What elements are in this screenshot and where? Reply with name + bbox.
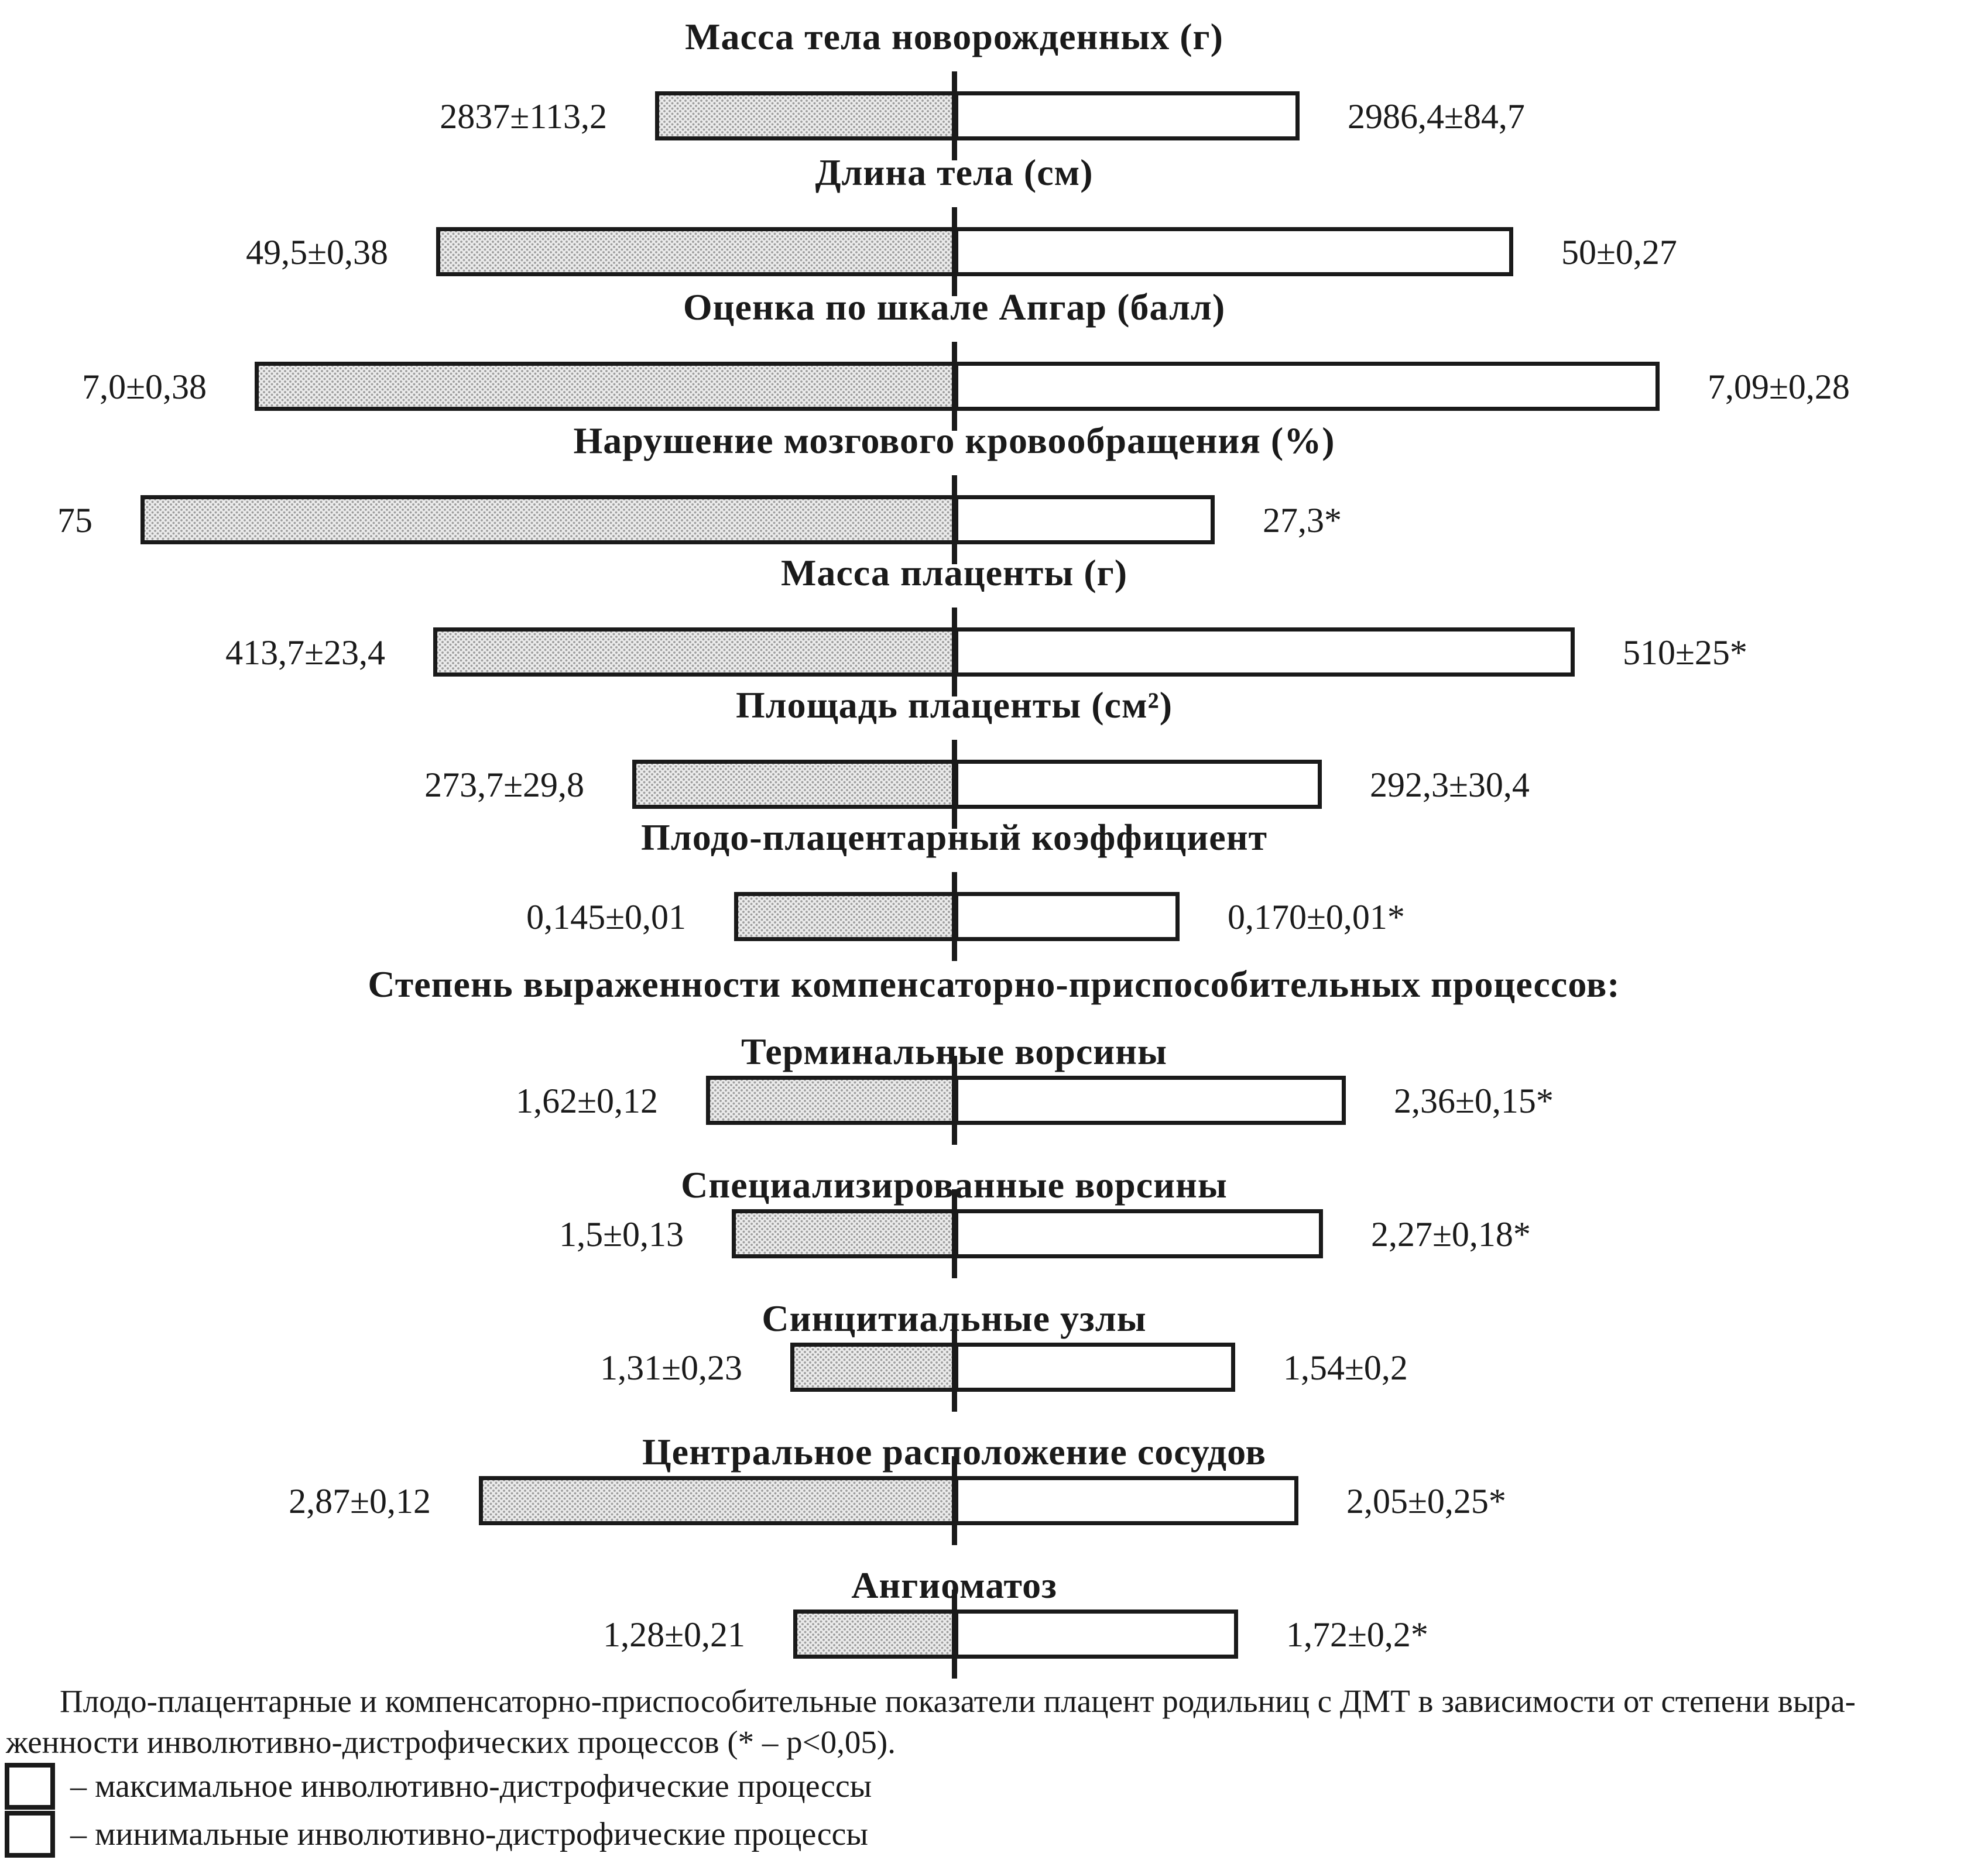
right-value: 1,54±0,2 [1283,1348,1408,1387]
section-header: Степень выраженности компенсаторно-присп… [368,963,1620,1005]
row-title: Плодо-плацентарный коэффициент [641,816,1267,858]
left-bar-hatched [436,227,956,276]
left-bar-hatched [790,1343,956,1392]
right-value: 50±0,27 [1561,233,1677,272]
axis-tick [952,342,957,431]
right-value: 292,3±30,4 [1370,766,1530,804]
row-title: Нарушение мозгового кровообращения (%) [573,420,1335,461]
left-bar-hatched [255,362,956,411]
left-bar-hatched [479,1476,956,1525]
right-bar-white [954,1343,1235,1392]
axis-tick [952,1456,957,1545]
left-bar-hatched [140,495,956,544]
right-bar-white [954,1209,1323,1258]
axis-tick [952,475,957,564]
row-title: Оценка по шкале Апгар (балл) [683,286,1226,328]
right-bar-white [954,91,1300,140]
left-value: 2837±113,2 [440,97,607,136]
right-value: 7,09±0,28 [1708,368,1850,406]
legend-label: – максимальное инволютивно-дистрофически… [70,1768,872,1804]
axis-tick [952,71,957,160]
right-value: 2,27±0,18* [1371,1215,1531,1254]
right-value: 0,170±0,01* [1228,898,1405,936]
left-value: 1,62±0,12 [516,1082,658,1120]
right-bar-white [954,495,1215,544]
caption-line-1: Плодо-плацентарные и компенсаторно-присп… [60,1683,1856,1719]
right-value: 510±25* [1623,633,1747,672]
left-bar-hatched [655,91,956,140]
axis-tick [952,872,957,961]
left-bar-hatched [793,1610,956,1659]
legend-item-min: – минимальные инволютивно-дистрофические… [5,1811,868,1858]
right-bar-white [954,760,1322,809]
left-value: 1,5±0,13 [559,1215,684,1254]
axis-tick [952,1323,957,1412]
right-value: 27,3* [1263,501,1342,540]
right-value: 2986,4±84,7 [1348,97,1525,136]
right-value: 2,05±0,25* [1346,1482,1506,1521]
row-title: Масса тела новорожденных (г) [685,16,1223,57]
axis-tick [952,1056,957,1145]
left-value: 273,7±29,8 [424,766,584,804]
right-bar-white [954,227,1513,276]
axis-tick [952,1189,957,1278]
left-bar-hatched [706,1076,956,1125]
left-bar-hatched [433,627,956,677]
caption-line-2: женности инволютивно-дистрофических проц… [6,1724,896,1760]
right-value: 1,72±0,2* [1286,1615,1428,1654]
left-value: 7,0±0,38 [82,368,207,406]
left-value: 2,87±0,12 [289,1482,431,1521]
axis-tick [952,608,957,696]
axis-tick [952,1590,957,1679]
left-value: 49,5±0,38 [246,233,388,272]
row-title: Площадь плаценты (см²) [735,684,1173,726]
right-bar-white [954,627,1575,677]
left-bar-hatched [734,892,956,941]
right-bar-white [954,892,1180,941]
left-value: 413,7±23,4 [225,633,385,672]
right-bar-white [954,1076,1346,1125]
figure-caption: Плодо-плацентарные и компенсаторно-присп… [6,1681,1984,1763]
left-bar-hatched [732,1209,956,1258]
right-bar-white [954,1610,1238,1659]
legend-swatch-white [5,1811,55,1858]
right-value: 2,36±0,15* [1394,1082,1554,1120]
left-value: 0,145±0,01 [526,898,686,936]
legend-swatch-hatched [5,1763,55,1810]
axis-tick [952,740,957,829]
left-value: 1,31±0,23 [600,1348,742,1387]
legend-label: – минимальные инволютивно-дистрофические… [70,1816,869,1852]
right-bar-white [954,362,1660,411]
left-bar-hatched [632,760,956,809]
row-title: Масса плаценты (г) [780,552,1128,593]
left-value: 1,28±0,21 [603,1615,745,1654]
row-title: Длина тела (см) [815,152,1094,193]
legend-item-max: – максимальное инволютивно-дистрофически… [5,1763,872,1810]
left-value: 75 [57,501,92,540]
axis-tick [952,207,957,296]
right-bar-white [954,1476,1298,1525]
